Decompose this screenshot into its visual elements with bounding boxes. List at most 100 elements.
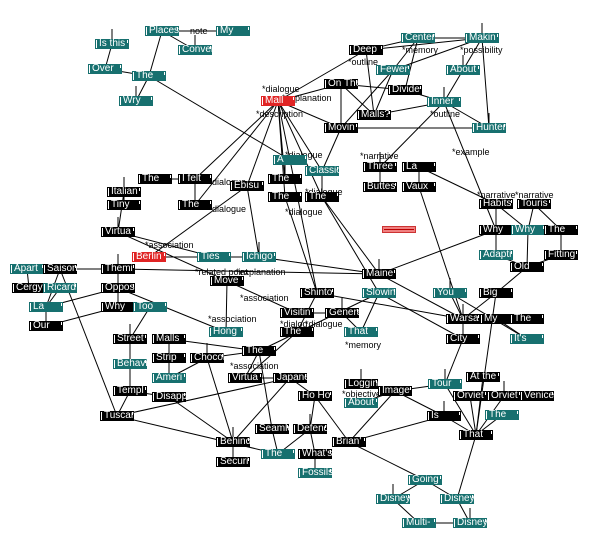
node-the-r[interactable]: The bbox=[544, 225, 578, 235]
node-tuscan[interactable]: Tuscan bbox=[100, 411, 134, 421]
link-ichigo-maine[interactable] bbox=[258, 256, 380, 275]
link-orviet1-that_b[interactable] bbox=[469, 395, 477, 436]
node-that-b[interactable]: That bbox=[459, 430, 493, 440]
node-la-r[interactable]: La bbox=[402, 162, 436, 172]
node-fossils[interactable]: Fossils bbox=[298, 468, 332, 478]
node-saison[interactable]: Saison bbox=[43, 264, 77, 274]
node-oppose[interactable]: Oppose bbox=[101, 283, 135, 293]
node-why-l[interactable]: Why bbox=[101, 302, 135, 312]
link-tuscan-the_tl[interactable] bbox=[116, 415, 279, 455]
node-is[interactable]: Is bbox=[427, 411, 461, 421]
node-too[interactable]: Too bbox=[133, 302, 167, 312]
link-mall-the_c[interactable] bbox=[277, 100, 323, 198]
node-disney3[interactable]: Disney bbox=[453, 518, 487, 528]
node-street[interactable]: Street bbox=[113, 334, 147, 344]
node-orviet1[interactable]: Orviet bbox=[453, 391, 487, 401]
node-the-v[interactable]: The bbox=[280, 327, 314, 337]
selection-marker[interactable] bbox=[382, 226, 416, 233]
link-shinto-warsa[interactable] bbox=[316, 292, 464, 320]
node-malls-q[interactable]: Malls? bbox=[357, 110, 391, 120]
node-makin[interactable]: Makin bbox=[465, 33, 499, 43]
link-fewer-movin[interactable] bbox=[340, 69, 394, 129]
node-ifelt[interactable]: I felt bbox=[178, 174, 212, 184]
node-shinto[interactable]: Shinto bbox=[300, 288, 334, 298]
node-warsa[interactable]: Warsa bbox=[446, 314, 480, 324]
link-makin-deep[interactable] bbox=[365, 37, 483, 51]
node-vaux[interactable]: Vaux bbox=[402, 182, 436, 192]
link-maine-warsa[interactable] bbox=[378, 273, 464, 320]
link-the1-a[interactable] bbox=[148, 75, 291, 161]
node-mall[interactable]: Mall bbox=[261, 96, 295, 106]
node-over[interactable]: Over bbox=[88, 64, 122, 74]
link-slowin-the_m[interactable] bbox=[258, 292, 380, 352]
link-italian-virtua1[interactable] bbox=[117, 191, 125, 233]
node-classic[interactable]: Classic bbox=[305, 166, 339, 176]
node-hoho[interactable]: Ho Ho bbox=[298, 391, 332, 401]
link-ebisu-berlin[interactable] bbox=[148, 185, 248, 258]
link-disapp-behind[interactable] bbox=[168, 396, 234, 443]
link-deep-malls_q[interactable] bbox=[365, 49, 375, 116]
node-the-a[interactable]: The bbox=[268, 174, 302, 184]
node-the-tl[interactable]: The bbox=[261, 449, 295, 459]
link-mall-ifelt[interactable] bbox=[194, 100, 279, 180]
node-disney1[interactable]: Disney bbox=[376, 494, 410, 504]
node-center[interactable]: Center bbox=[401, 33, 435, 43]
node-behind[interactable]: Behind bbox=[216, 437, 250, 447]
node-ameri[interactable]: Ameri bbox=[152, 373, 186, 383]
node-la-l[interactable]: La bbox=[29, 302, 63, 312]
link-classic-movin[interactable] bbox=[321, 127, 342, 172]
node-at-the[interactable]: At the bbox=[466, 372, 500, 382]
link-tour-that_b[interactable] bbox=[444, 383, 477, 436]
node-wry[interactable]: Wry bbox=[119, 96, 153, 106]
node-adapti[interactable]: Adapti bbox=[479, 250, 513, 260]
node-why2[interactable]: Why bbox=[511, 225, 545, 235]
link-brian-going[interactable] bbox=[348, 441, 426, 481]
link-inner-three[interactable] bbox=[379, 101, 445, 168]
link-the_c-maine[interactable] bbox=[321, 196, 380, 275]
node-multi[interactable]: Multi- bbox=[402, 518, 436, 528]
link-behind-japane[interactable] bbox=[232, 377, 291, 443]
link-mall-the_d[interactable] bbox=[194, 100, 279, 206]
node-japane[interactable]: Japane bbox=[273, 373, 307, 383]
link-oppose-hong[interactable] bbox=[117, 287, 227, 333]
link-mall-ebisu[interactable] bbox=[246, 100, 279, 187]
node-berlin[interactable]: Berlin bbox=[132, 252, 166, 262]
node-the-c[interactable]: The bbox=[305, 192, 339, 202]
link-makin-fewer[interactable] bbox=[392, 37, 483, 71]
node-maine[interactable]: Maine bbox=[362, 269, 396, 279]
link-center-divide[interactable] bbox=[404, 37, 419, 91]
node-buttes[interactable]: Buttes bbox=[363, 182, 397, 192]
link-city-tour[interactable] bbox=[444, 338, 464, 385]
node-that-t[interactable]: That bbox=[344, 327, 378, 337]
link-move-visitin[interactable] bbox=[226, 280, 298, 314]
node-the-w[interactable]: The bbox=[510, 314, 544, 324]
link-virtua1-move[interactable] bbox=[117, 231, 228, 282]
node-places[interactable]: Places bbox=[145, 26, 179, 36]
node-the-o[interactable]: The bbox=[485, 410, 519, 420]
node-the-t[interactable]: The bbox=[138, 174, 172, 184]
node-is-this[interactable]: Is this bbox=[95, 39, 129, 49]
node-apart[interactable]: Apart bbox=[10, 264, 44, 274]
link-ebisu-ichigo[interactable] bbox=[246, 185, 260, 258]
link-makin-hunter[interactable] bbox=[481, 37, 490, 129]
node-visitin[interactable]: Visitin bbox=[280, 308, 314, 318]
link-too-street[interactable] bbox=[129, 306, 151, 340]
node-you[interactable]: You bbox=[433, 288, 467, 298]
link-fewer-malls_q[interactable] bbox=[373, 69, 394, 116]
node-securi[interactable]: Securi bbox=[216, 457, 250, 467]
node-italian[interactable]: Italian bbox=[107, 187, 141, 197]
node-why1[interactable]: Why bbox=[479, 225, 513, 235]
node-themi[interactable]: Themi bbox=[101, 264, 135, 274]
link-makin-about_t[interactable] bbox=[462, 37, 483, 71]
node-image[interactable]: Image bbox=[378, 386, 412, 396]
node-ebisu[interactable]: Ebisu bbox=[230, 181, 264, 191]
node-conver[interactable]: Conver bbox=[178, 45, 212, 55]
link-move-hong[interactable] bbox=[225, 280, 228, 333]
link-on_the-malls_q[interactable] bbox=[340, 83, 375, 116]
node-big[interactable]: Big bbox=[479, 288, 513, 298]
node-movin[interactable]: Movin bbox=[324, 123, 358, 133]
node-its[interactable]: It's bbox=[510, 334, 544, 344]
node-habits[interactable]: Habits bbox=[479, 199, 513, 209]
link-about_t-inner[interactable] bbox=[443, 69, 464, 103]
link-chocol-behind[interactable] bbox=[206, 357, 234, 443]
